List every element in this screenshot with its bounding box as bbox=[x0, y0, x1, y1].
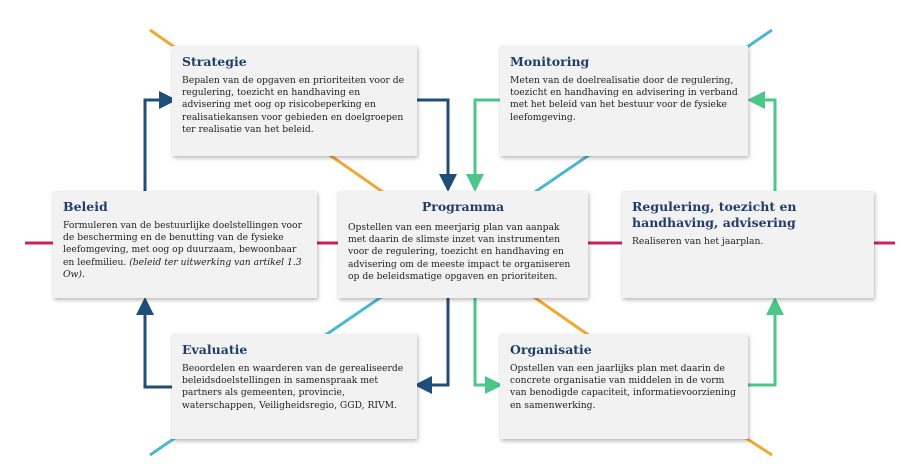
monitoring-title: Monitoring bbox=[510, 54, 590, 69]
arrow-evaluatie-to-beleid bbox=[136, 297, 172, 389]
arrow-programma-to-evaluatie bbox=[414, 298, 450, 394]
regulering-text: Realiseren van het jaarplan. bbox=[632, 236, 764, 248]
arrow-beleid-to-strategie bbox=[143, 91, 177, 191]
organisatie-text: Opstellen van een jaarlijks plan met daa… bbox=[510, 363, 736, 411]
evaluatie-text: Beoordelen en waarderen van de gerealise… bbox=[182, 363, 404, 411]
arrow-monitoring-to-programma bbox=[466, 98, 500, 192]
programma-box: Programma Opstellen van een meerjarig pl… bbox=[338, 191, 588, 298]
regulering-box: Regulering, toezicht en handhaving, advi… bbox=[622, 191, 874, 298]
arrow-regulering-to-monitoring bbox=[747, 91, 777, 191]
evaluatie-box: Evaluatie Beoordelen en waarderen van de… bbox=[172, 334, 417, 439]
monitoring-text: Meten van de doelrealisatie door de regu… bbox=[510, 75, 738, 123]
beleid-text: Formuleren van de bestuurlijke doelstell… bbox=[63, 220, 302, 268]
beleid-text-wrapper: Formuleren van de bestuurlijke doelstell… bbox=[63, 220, 307, 281]
programma-title: Programma bbox=[421, 199, 505, 214]
programma-text: Opstellen van een meerjarig plan van aan… bbox=[348, 222, 571, 282]
arrow-programma-to-organisatie bbox=[473, 298, 503, 394]
beleid-box: Beleid Formuleren van de bestuurlijke do… bbox=[53, 191, 317, 298]
regulering-title: Regulering, toezicht en handhaving, advi… bbox=[632, 199, 797, 230]
strategie-title: Strategie bbox=[182, 54, 247, 69]
beleid-text-italic: (beleid ter uitwerking van artikel 1.3 O… bbox=[63, 256, 302, 280]
arrow-strategie-to-programma bbox=[417, 98, 457, 192]
strategie-box: Strategie Bepalen van de opgaven en prio… bbox=[172, 46, 417, 156]
monitoring-box: Monitoring Meten van de doelrealisatie d… bbox=[500, 46, 748, 156]
evaluatie-title: Evaluatie bbox=[182, 342, 248, 357]
arrow-organisatie-to-regulering bbox=[748, 297, 784, 387]
beleid-title: Beleid bbox=[63, 199, 108, 214]
strategie-text: Bepalen van de opgaven en prioriteiten v… bbox=[182, 75, 405, 135]
organisatie-title: Organisatie bbox=[510, 342, 592, 357]
organisatie-box: Organisatie Opstellen van een jaarlijks … bbox=[500, 334, 748, 439]
